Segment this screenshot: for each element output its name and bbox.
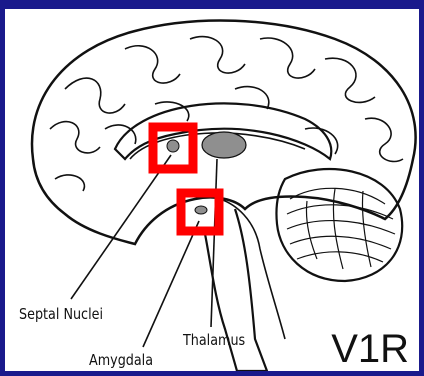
thalamus-structure [202,132,246,158]
gyri-lines [50,37,403,191]
cerebellum-folia [287,188,395,269]
septal-nuclei-structure [167,140,179,152]
label-amygdala: Amygdala [89,351,153,369]
amygdala-structure [195,206,207,214]
cerebellum [276,169,402,281]
label-septal-nuclei: Septal Nuclei [19,305,103,323]
slide-tag: V1R [331,327,409,372]
label-thalamus: Thalamus [183,331,245,349]
